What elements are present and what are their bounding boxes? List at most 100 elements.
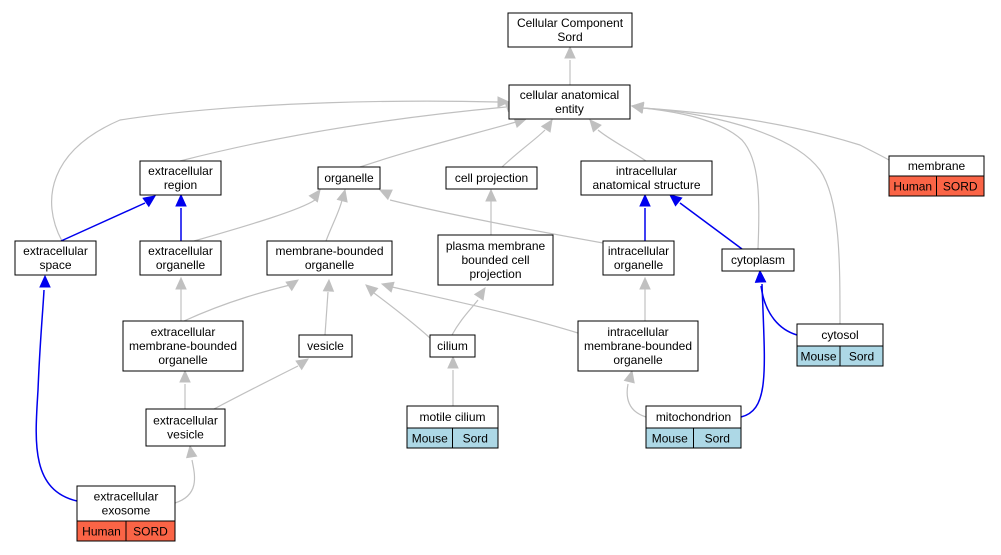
arrowhead-icon (630, 101, 645, 114)
arrowhead-icon (540, 118, 553, 133)
node-label: Sord (557, 30, 582, 44)
arrowhead-icon (336, 188, 348, 203)
node-label: anatomical structure (592, 178, 700, 192)
node-label: entity (555, 102, 584, 116)
node-label: mitochondrion (656, 410, 731, 424)
node-box (429, 334, 476, 358)
node-label: extracellular (151, 325, 216, 339)
node-box (266, 240, 393, 276)
node-cilium[interactable]: cilium (429, 334, 476, 358)
is-a-edge (485, 188, 497, 235)
is-a-edge (359, 117, 528, 168)
gene-cell (125, 520, 176, 542)
edge-line (51, 100, 499, 242)
arrowhead-icon (179, 369, 191, 383)
edge-line (193, 199, 316, 242)
edge-line (740, 283, 766, 418)
edge-line (760, 285, 798, 336)
node-label: cell projection (455, 171, 528, 185)
is-a-edge (174, 444, 198, 504)
node-box (580, 160, 713, 196)
node-box (721, 248, 795, 272)
edge-line (35, 289, 78, 502)
arrowhead-icon (308, 189, 321, 203)
edge-line (642, 107, 760, 250)
node-label: cytoplasm (731, 253, 785, 267)
arrowhead-icon (185, 444, 198, 459)
node-label: extracellular (148, 244, 213, 258)
edge-line (213, 365, 299, 410)
node-label: cytosol (821, 328, 858, 342)
node-label: intracellular (608, 244, 669, 258)
arrowhead-icon (485, 188, 497, 202)
node-label: organelle (614, 258, 664, 272)
is-a-edge (51, 96, 511, 242)
node-label: membrane-bounded (275, 244, 383, 258)
node-label: extracellular (153, 414, 218, 428)
is-a-edge (451, 286, 486, 336)
node-box (139, 160, 222, 196)
node-label: motile cilium (419, 410, 485, 424)
arrowhead-icon (564, 45, 576, 59)
gene-cell (936, 175, 985, 197)
node-vesicle[interactable]: vesicle (298, 334, 353, 358)
arrowhead-icon (589, 119, 602, 133)
arrowhead-icon (669, 194, 683, 207)
node-box (139, 240, 222, 276)
node-box (577, 320, 699, 372)
species-label: Mouse (652, 432, 688, 446)
edge-line (389, 199, 604, 244)
part-of-edge (60, 195, 156, 242)
is-a-edge (380, 281, 579, 334)
node-box (445, 166, 538, 190)
edge-line (60, 202, 146, 242)
species-label: Human (893, 180, 932, 194)
edge-line (642, 107, 841, 325)
is-a-edge (193, 189, 321, 242)
node-cytoplasm[interactable]: cytoplasm (721, 248, 795, 272)
part-of-edge (175, 193, 187, 241)
is-a-edge (630, 101, 841, 325)
node-organelle[interactable]: organelle (317, 166, 381, 190)
node-label: membrane-bounded (584, 339, 692, 353)
gene-label: Sord (705, 432, 730, 446)
is-a-edge (179, 101, 519, 162)
is-a-edge (378, 189, 604, 244)
arrowhead-icon (380, 281, 395, 293)
node-label: plasma membrane (446, 239, 546, 253)
edge-line (174, 459, 196, 504)
is-a-edge (589, 119, 647, 162)
species-label: Human (82, 525, 121, 539)
arrowhead-icon (142, 195, 156, 208)
node-label: cilium (437, 339, 468, 353)
node-cell-projection[interactable]: cell projection (445, 166, 538, 190)
arrowhead-icon (175, 276, 187, 290)
arrowhead-icon (473, 286, 486, 301)
arrowhead-icon (365, 284, 379, 297)
edge-line (642, 107, 890, 161)
edges-layer (35, 45, 890, 504)
node-label: organelle (156, 258, 206, 272)
node-label: organelle (324, 171, 374, 185)
annotation-badge: Mouse Sord (645, 427, 742, 449)
